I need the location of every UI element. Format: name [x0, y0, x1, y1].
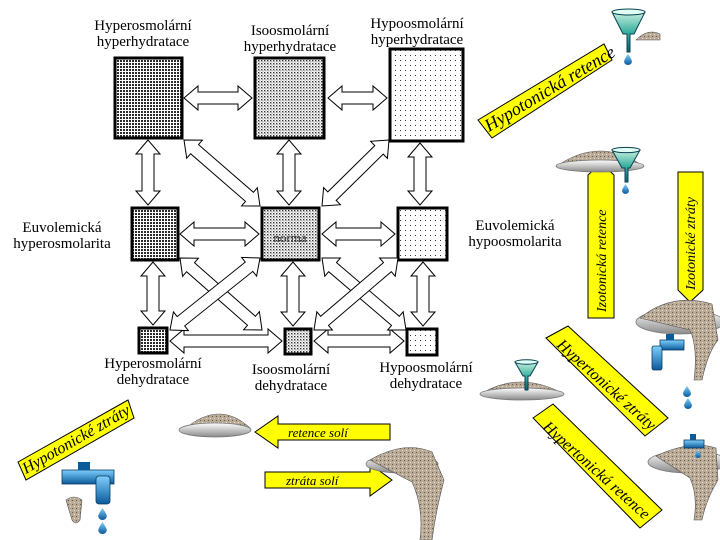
box-norm — [260, 206, 321, 262]
label-norm: norma — [273, 230, 306, 245]
banner-salt-loss: ztráta solí — [264, 463, 393, 497]
box-isoosmolar-dehydration — [283, 327, 313, 356]
banner-isotonic-retention-label: Izotonická retence — [595, 210, 610, 314]
banner-isotonic-losses-label: Izotonické ztráty — [684, 196, 699, 291]
box-euvolemic-hypoosmolarity — [396, 206, 449, 262]
double-arrow — [169, 256, 261, 332]
sand-pile-icon — [365, 447, 445, 540]
sand-pile-icon — [635, 299, 720, 381]
double-arrow — [139, 261, 167, 326]
banner-hypotonic-losses: Hypotonické ztráty — [17, 399, 135, 481]
banner-salt-retention-label: retence solí — [288, 425, 349, 440]
banner-hypotonic-retention: Hypotonická retence — [477, 42, 619, 139]
sand-pile-icon — [635, 31, 661, 41]
double-arrow — [406, 142, 434, 206]
banner-hypotonic-retention-label: Hypotonická retence — [480, 42, 619, 136]
funnel-icon — [611, 146, 641, 194]
funnel-icon — [514, 359, 539, 391]
funnel-icon — [611, 8, 646, 65]
banner-hypotonic-losses-label: Hypotonické ztráty — [19, 402, 134, 478]
double-arrow — [409, 261, 437, 327]
faucet-icon — [651, 334, 692, 409]
double-arrow — [313, 327, 405, 355]
banner-hypertonic-retention-label: Hypertonická retence — [539, 418, 653, 523]
sand-pile-icon — [178, 413, 252, 438]
box-euvolemic-hyperosmolarity — [130, 206, 180, 262]
box-hypoosmolar-hyperhydration — [388, 47, 465, 143]
double-arrow — [321, 139, 390, 207]
sand-pile-icon — [479, 381, 565, 401]
double-arrow — [179, 220, 260, 248]
faucet-icon — [61, 462, 115, 534]
box-hyperosmolar-hyperhydration — [113, 56, 184, 140]
box-isoosmolar-hyperhydration — [253, 56, 326, 140]
faucet-icon — [683, 434, 705, 458]
double-arrow — [327, 84, 388, 112]
double-arrow — [279, 261, 307, 327]
sand-pile-icon — [65, 496, 83, 524]
banner-isotonic-losses: Izotonické ztráty — [677, 171, 704, 303]
banner-salt-retention: retence solí — [254, 415, 391, 449]
double-arrow — [313, 257, 399, 331]
double-arrow — [275, 139, 303, 206]
double-arrow — [321, 220, 396, 248]
box-hypoosmolar-dehydration — [405, 327, 439, 357]
banner-isotonic-retention: Izotonická retence — [587, 162, 615, 319]
transition-arrows — [134, 84, 437, 355]
double-arrow — [183, 84, 253, 112]
box-hyperosmolar-dehydration — [137, 326, 169, 355]
banner-salt-loss-label: ztráta solí — [285, 473, 340, 488]
double-arrow — [134, 139, 162, 206]
double-arrow — [169, 327, 283, 355]
double-arrow — [183, 139, 261, 207]
